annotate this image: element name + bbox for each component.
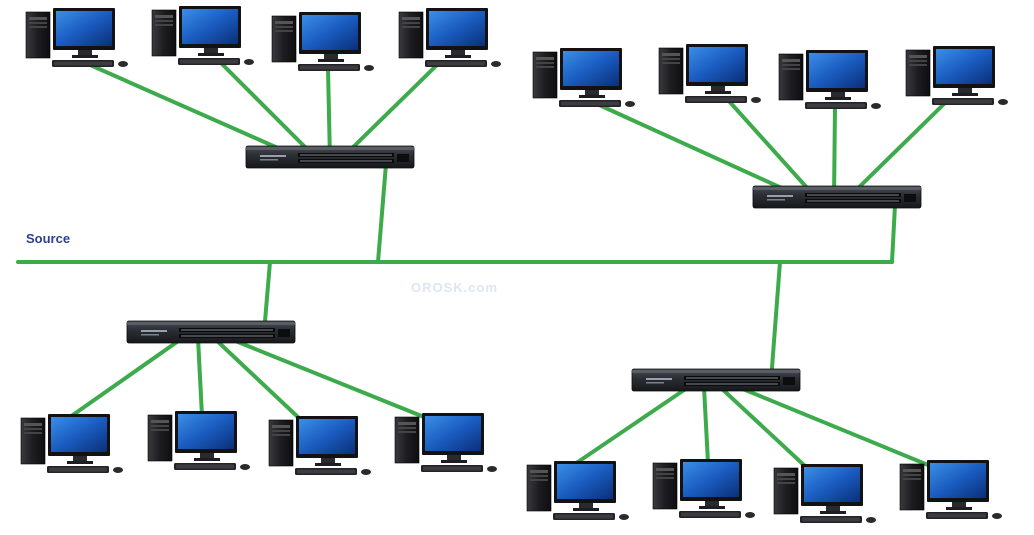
computer-bl-2: [147, 410, 251, 471]
computer-tr-2: [658, 43, 762, 104]
computer-br-3: [773, 463, 877, 524]
uplink-switch-2: [890, 203, 897, 264]
link-tr-3: [832, 104, 837, 202]
link-br-1: [570, 384, 692, 468]
link-tr-2: [726, 98, 820, 202]
link-bl-3: [212, 336, 302, 421]
computer-tl-3: [271, 11, 375, 72]
link-tr-4: [844, 98, 950, 202]
computer-bl-4: [394, 412, 498, 473]
link-tl-1: [86, 62, 307, 162]
link-bl-1: [68, 335, 186, 419]
link-tl-2: [218, 60, 320, 162]
computer-bl-1: [20, 413, 124, 474]
cables: [16, 60, 950, 469]
computer-br-1: [526, 460, 630, 521]
switch-1: [245, 145, 415, 169]
link-br-2: [702, 385, 710, 465]
switch-3: [126, 320, 296, 344]
source-label: Source: [26, 231, 71, 246]
switch-4: [631, 368, 801, 392]
link-tl-3: [326, 66, 332, 162]
computer-tr-4: [905, 45, 1009, 106]
computer-tl-4: [398, 7, 502, 68]
computer-br-2: [652, 458, 756, 519]
link-tr-1: [595, 102, 810, 202]
link-bl-4: [226, 336, 426, 419]
computer-br-4: [899, 459, 1003, 520]
link-br-3: [718, 385, 808, 469]
computer-tl-2: [151, 5, 255, 66]
computer-bl-3: [268, 415, 372, 476]
uplink-switch-4: [769, 260, 782, 383]
watermark-text: OROSK.com: [411, 280, 499, 295]
link-br-4: [736, 385, 930, 467]
link-tl-4: [338, 60, 442, 162]
switch-2: [752, 185, 922, 209]
computer-tr-1: [532, 47, 636, 108]
uplink-switch-1: [376, 162, 388, 264]
computer-tr-3: [778, 49, 882, 110]
link-bl-2: [196, 336, 204, 418]
computer-tl-1: [25, 7, 129, 68]
